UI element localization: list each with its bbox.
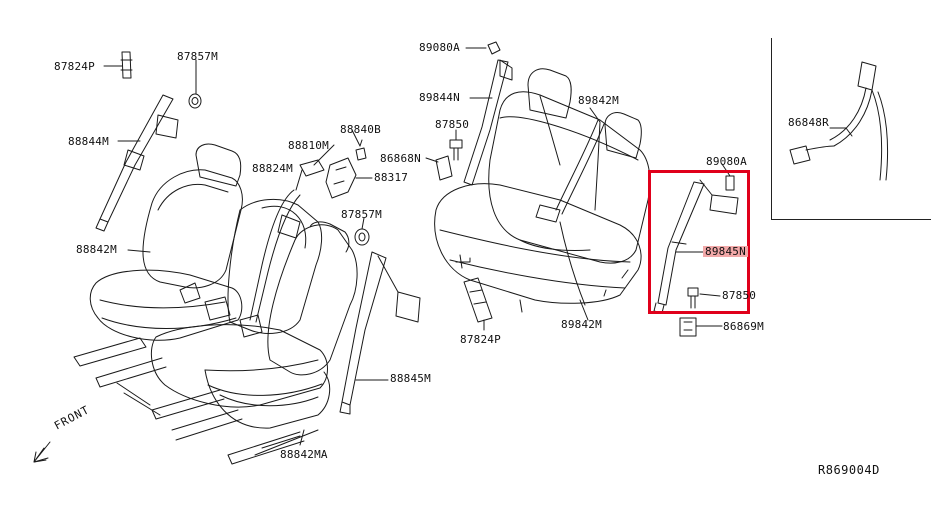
label-88840b: 88840B	[340, 123, 381, 136]
label-88844m: 88844M	[68, 135, 109, 148]
seat-belt-88844m-drawing	[95, 94, 179, 232]
part-87857m-mid-drawing	[354, 228, 370, 246]
reference-code: R869004D	[818, 463, 880, 477]
part-88810m-drawing	[299, 159, 325, 177]
seat-belt-89844n-drawing	[463, 41, 513, 186]
part-88317-drawing	[325, 157, 357, 199]
front-arrow-icon	[33, 441, 51, 463]
seat-belt-88824m-drawing	[249, 189, 301, 323]
label-86868n: 86868N	[380, 152, 421, 165]
label-88317: 88317	[374, 171, 409, 184]
part-87824p-bottom-drawing	[463, 277, 493, 323]
label-88824m: 88824M	[252, 162, 293, 175]
seat-belt-89842m-drawing	[535, 119, 605, 306]
label-86848r: 86848R	[788, 116, 829, 129]
part-87857m-top-drawing	[188, 93, 202, 109]
label-88842m: 88842M	[76, 243, 117, 256]
label-87824p-bottom: 87824P	[460, 333, 501, 346]
front-row-seats-drawing	[73, 143, 358, 465]
label-89080a-right: 89080A	[706, 155, 747, 168]
part-87824p-top-drawing	[120, 51, 133, 79]
part-88840b-drawing	[355, 139, 367, 161]
bracket-86868n-drawing	[435, 155, 453, 181]
bolt-87850-top-drawing	[449, 139, 463, 161]
label-87857m-top: 87857M	[177, 50, 218, 63]
label-87857m-mid: 87857M	[341, 208, 382, 221]
label-89080a-top: 89080A	[419, 41, 460, 54]
inset-seat-belt-86848r-drawing	[789, 61, 889, 181]
label-89845n: 89845N	[703, 245, 748, 258]
label-88842ma: 88842MA	[280, 448, 328, 461]
label-88845m: 88845M	[390, 372, 431, 385]
highlight-box	[648, 170, 750, 314]
label-89842m-top: 89842M	[578, 94, 619, 107]
inset-frame	[771, 38, 931, 220]
label-87850-top: 87850	[435, 118, 470, 131]
seat-belt-88845m-drawing	[339, 251, 421, 415]
label-88810m: 88810M	[288, 139, 329, 152]
label-89844n: 89844N	[419, 91, 460, 104]
label-89842m-bottom: 89842M	[561, 318, 602, 331]
label-86869m: 86869M	[723, 320, 764, 333]
label-87824p-top: 87824P	[54, 60, 95, 73]
seat-belt-89845n-drawing	[653, 175, 739, 337]
label-87850-right: 87850	[722, 289, 757, 302]
